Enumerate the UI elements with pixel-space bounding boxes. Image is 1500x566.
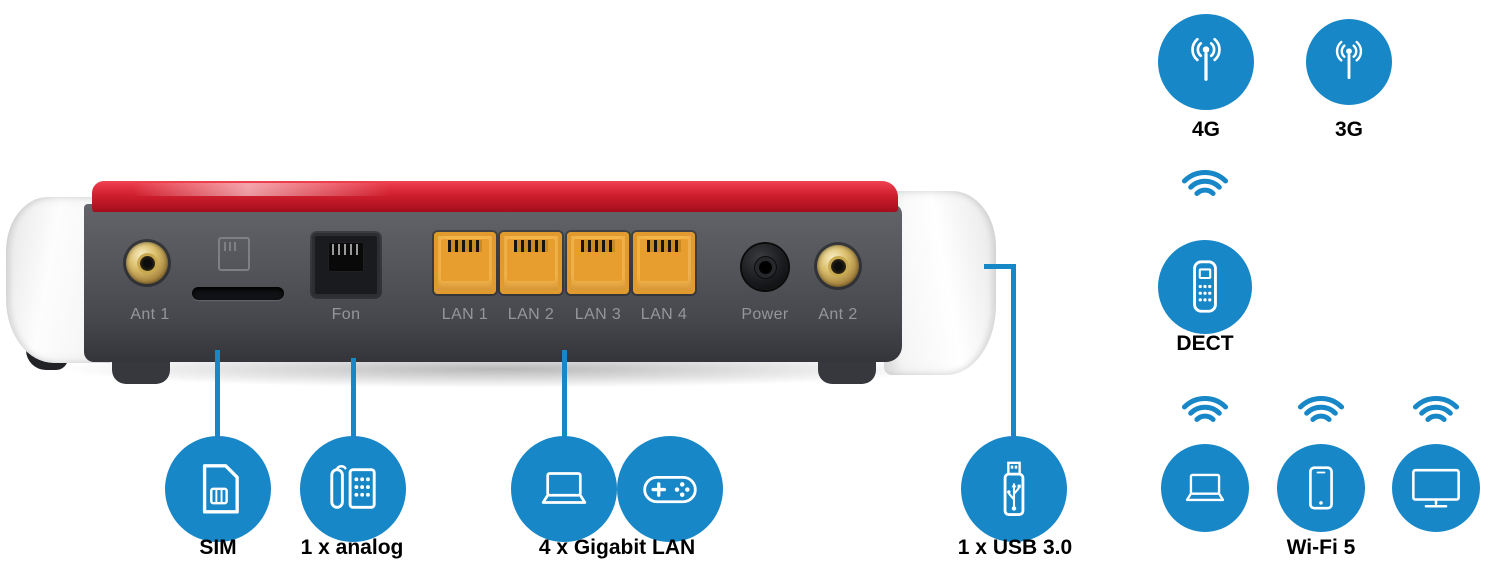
analog-label: 1 x analog: [300, 536, 404, 559]
cellular-antenna-icon: [1335, 40, 1363, 79]
port-label-ant2: Ant 2: [818, 306, 858, 323]
tv-icon: [1412, 469, 1460, 508]
cellular-4g-circle: [1158, 14, 1254, 110]
dect-circle: [1158, 240, 1252, 334]
wifi-waves-icon: [1297, 396, 1345, 422]
fon-rj11-port: [312, 233, 380, 297]
antenna-connector-2: [817, 245, 859, 287]
usb-stick-icon: [1003, 461, 1025, 516]
analog-callout-circle: [300, 436, 406, 542]
lan-laptop-circle: [511, 436, 617, 542]
gigabit-lan-label: 4 x Gigabit LAN: [538, 536, 696, 559]
port-label-lan4: LAN 4: [640, 306, 688, 323]
sim-card-icon: [202, 464, 239, 514]
wifi-laptop-circle: [1161, 444, 1249, 532]
port-label-ant1: Ant 1: [130, 306, 170, 323]
dect-handset-icon: [1193, 260, 1217, 314]
wifi5-label: Wi-Fi 5: [1286, 536, 1356, 559]
cellular-3g-label: 3G: [1334, 118, 1363, 141]
sim-label: SIM: [199, 536, 237, 559]
usb-callout-line-vertical: [1011, 264, 1016, 438]
wifi-waves-icon: [1412, 396, 1460, 422]
usb-label: 1 x USB 3.0: [957, 536, 1073, 559]
analog-phone-icon: [330, 465, 376, 509]
router-right-cap: [884, 191, 996, 375]
lan-gamepad-circle: [617, 436, 723, 542]
port-label-lan1: LAN 1: [441, 306, 489, 323]
lan-port-3: [567, 232, 629, 294]
port-label-lan2: LAN 2: [507, 306, 555, 323]
usb-callout-circle: [961, 436, 1067, 542]
lan-port-4: [633, 232, 695, 294]
smartphone-icon: [1309, 466, 1333, 510]
lan-callout-line: [562, 350, 567, 438]
wifi-smartphone-circle: [1277, 444, 1365, 532]
cellular-4g-label: 4G: [1191, 118, 1220, 141]
port-label-lan3: LAN 3: [574, 306, 622, 323]
wifi-tv-circle: [1392, 444, 1480, 532]
cellular-antenna-icon: [1191, 37, 1221, 81]
laptop-icon: [541, 472, 587, 504]
analog-callout-line: [351, 358, 356, 438]
lan-port-2: [500, 232, 562, 294]
gamepad-icon: [643, 476, 697, 504]
wifi-waves-icon: [1181, 170, 1229, 196]
laptop-icon: [1185, 473, 1225, 501]
antenna-connector-1: [126, 242, 168, 284]
sim-callout-line: [215, 350, 220, 438]
sim-callout-circle: [165, 436, 271, 542]
cellular-3g-circle: [1306, 19, 1392, 105]
usb-callout-line-horizontal: [984, 264, 1016, 269]
lan-port-1: [434, 232, 496, 294]
sim-card-slot: [192, 287, 284, 300]
sim-card-print-icon: [218, 237, 250, 271]
dect-label: DECT: [1176, 332, 1234, 355]
port-label-power: Power: [741, 306, 789, 323]
router-red-stripe: [92, 181, 898, 212]
power-connector: [742, 244, 788, 290]
wifi-waves-icon: [1181, 396, 1229, 422]
port-label-fon: Fon: [331, 306, 361, 323]
